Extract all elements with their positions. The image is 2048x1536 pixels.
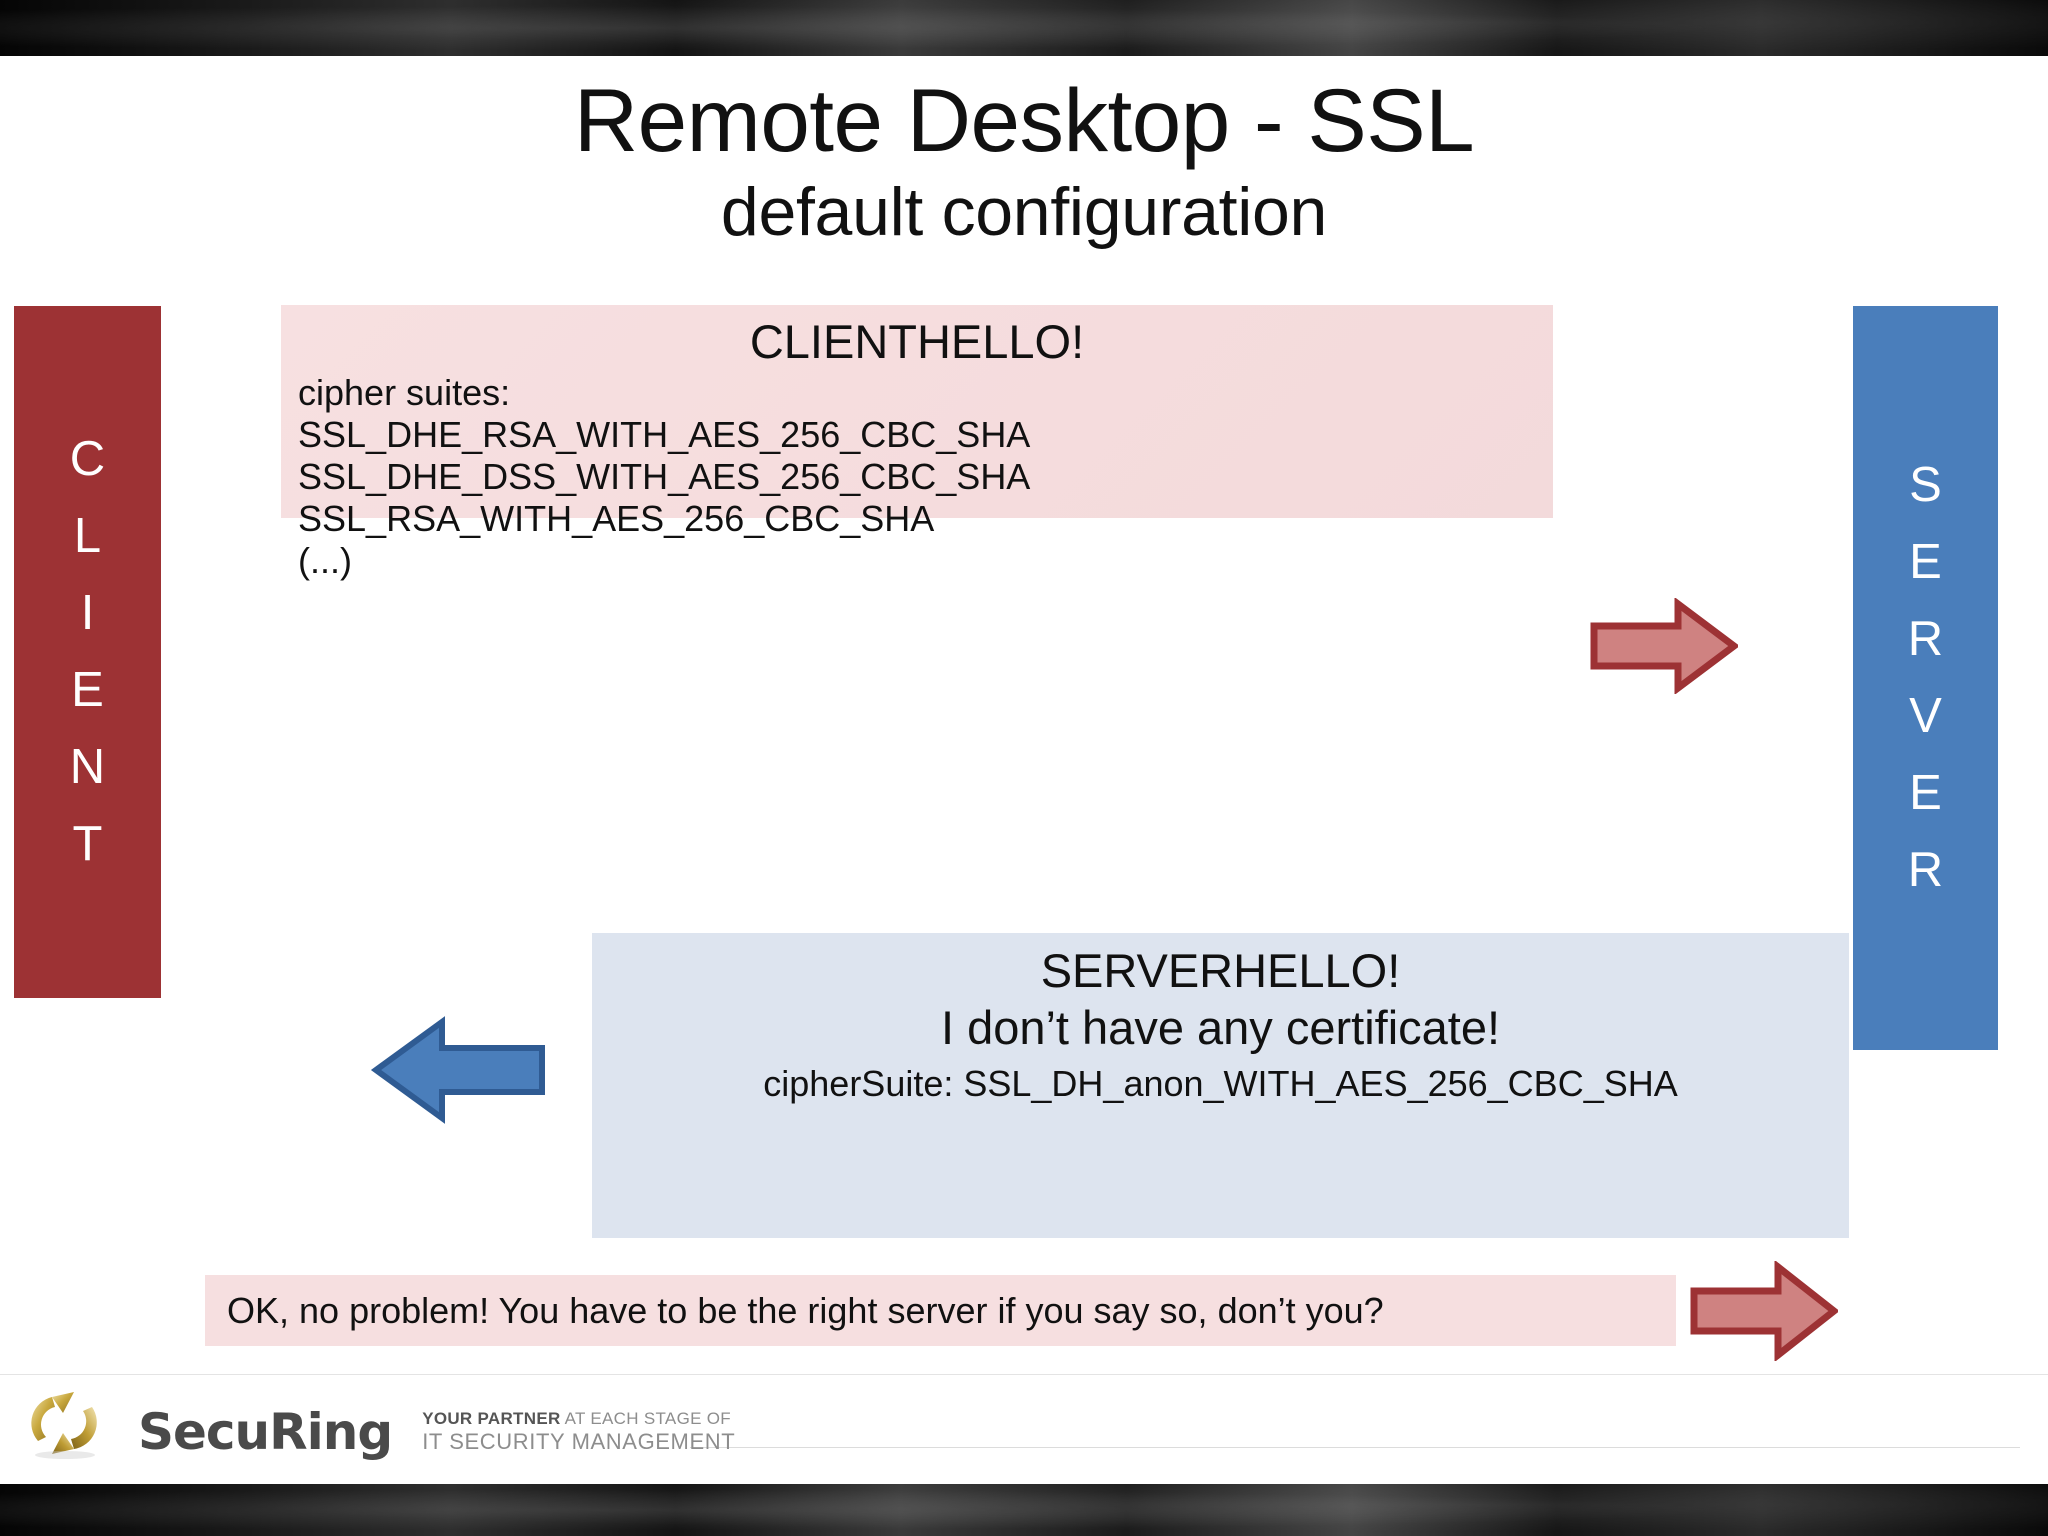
tagline-rest: AT EACH STAGE OF	[560, 1409, 731, 1428]
recycle-ring-icon	[22, 1383, 108, 1461]
client-letter: E	[71, 663, 104, 717]
clienthello-title: CLIENTHELLO!	[749, 315, 1085, 368]
server-letter: E	[1909, 535, 1942, 589]
securing-wordmark: SecuRing	[138, 1403, 393, 1461]
ok-response-bar: OK, no problem! You have to be the right…	[205, 1275, 1676, 1346]
cipher-suite-list: cipher suites: SSL_DHE_RSA_WITH_AES_256_…	[281, 372, 1553, 583]
page-title: Remote Desktop - SSL	[573, 70, 1475, 170]
tagline-bold: YOUR PARTNER	[422, 1409, 561, 1428]
server-letter: R	[1907, 843, 1944, 897]
cipher-suite-item: (...)	[298, 540, 352, 582]
tagline-line-2: IT SECURITY MANAGEMENT	[422, 1429, 736, 1455]
server-bar: S E R V E R	[1853, 306, 1998, 1050]
server-letter: E	[1909, 766, 1942, 820]
presentation-slide: Remote Desktop - SSL default configurati…	[0, 56, 2048, 1484]
title-block: Remote Desktop - SSL default configurati…	[0, 72, 2048, 250]
serverhello-message-box: SERVERHELLO! I don’t have any certificat…	[592, 933, 1849, 1238]
securing-logo: SecuRing YOUR PARTNER AT EACH STAGE OF I…	[22, 1383, 735, 1461]
serverhello-cipher-suite: cipherSuite: SSL_DH_anon_WITH_AES_256_CB…	[763, 1062, 1678, 1104]
cipher-suites-label: cipher suites:	[298, 371, 511, 413]
serverhello-title: SERVERHELLO!	[1040, 944, 1401, 997]
arrow-right-clienthello-icon	[1590, 597, 1740, 695]
server-letter: R	[1907, 612, 1944, 666]
ok-response-text: OK, no problem! You have to be the right…	[227, 1289, 1384, 1331]
client-bar: C L I E N T	[14, 306, 161, 998]
client-letter: C	[69, 432, 106, 486]
cipher-suite-item: SSL_DHE_RSA_WITH_AES_256_CBC_SHA	[298, 413, 1031, 455]
footer-divider	[690, 1447, 2020, 1448]
serverhello-statement: I don’t have any certificate!	[940, 1001, 1501, 1055]
client-letter: T	[72, 817, 103, 871]
securing-tagline: YOUR PARTNER AT EACH STAGE OF IT SECURIT…	[422, 1409, 735, 1461]
client-letter: I	[80, 586, 95, 640]
clienthello-message-box: CLIENTHELLO! cipher suites: SSL_DHE_RSA_…	[281, 305, 1553, 581]
tagline-line-1: YOUR PARTNER AT EACH STAGE OF	[422, 1409, 735, 1429]
arrow-left-serverhello-icon	[370, 1016, 546, 1124]
server-letter: V	[1909, 689, 1942, 743]
arrow-right-ok-icon	[1690, 1259, 1840, 1363]
slide-footer: SecuRing YOUR PARTNER AT EACH STAGE OF I…	[0, 1374, 2048, 1484]
letterbox-bottom	[0, 1484, 2048, 1536]
server-letter: S	[1909, 458, 1942, 512]
page-subtitle: default configuration	[720, 174, 1328, 251]
letterbox-top	[0, 0, 2048, 56]
cipher-suite-item: SSL_DHE_DSS_WITH_AES_256_CBC_SHA	[298, 455, 1031, 497]
client-letter: N	[69, 740, 106, 794]
cipher-suite-item: SSL_RSA_WITH_AES_256_CBC_SHA	[298, 497, 935, 539]
client-letter: L	[73, 509, 102, 563]
